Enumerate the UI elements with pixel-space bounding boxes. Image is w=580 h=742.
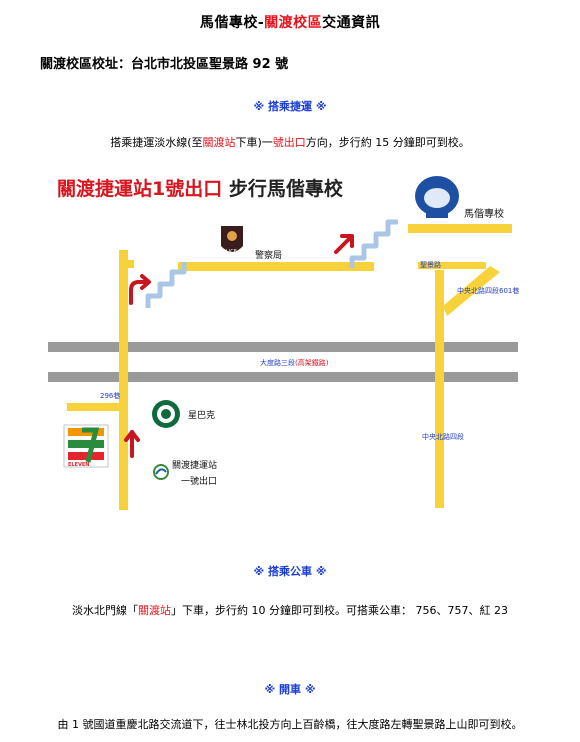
road-lane296 (67, 403, 123, 411)
label-station-line1: 關渡捷運站 (172, 461, 218, 471)
label-dadu-sub: (高架鐵路) (295, 359, 329, 367)
title-part3: 交通資訊 (322, 15, 381, 31)
road-lane601 (443, 266, 500, 316)
mrt-station: 關渡站 (202, 136, 236, 149)
mrt-text-3: 下車)一 (235, 136, 273, 149)
school-logo-icon (415, 176, 459, 218)
arrow-diag-head (340, 234, 354, 248)
map-heading-walk: 步行馬偕專校 (222, 178, 343, 200)
road-left-stub (120, 260, 134, 268)
mrt-directions: 搭乘捷運淡水線(至關渡站下車)一號出口方向，步行約 15 分鐘即可到校。 (0, 134, 580, 150)
road-shengjing-top (418, 262, 486, 269)
police-badge-text: POLICE (219, 249, 237, 255)
arrow-up-head (124, 430, 140, 442)
label-school: 馬偕專校 (464, 209, 504, 220)
seven-eleven-logo-icon (63, 424, 109, 468)
stairs-upper (349, 219, 398, 268)
road-upper-walk (178, 262, 374, 271)
title-part1: 馬偕專校- (199, 15, 265, 31)
campus-address: 關渡校區校址：台北市北投區聖景路 92 號 (40, 57, 289, 72)
bus-heading: ※ 搭乘公車 ※ (253, 565, 327, 578)
page-title: 馬偕專校-關渡校區交通資訊 (0, 12, 580, 32)
mrt-text-1: 搭乘捷運淡水線(至 (110, 136, 203, 149)
mrt-exit: 號出口 (272, 136, 306, 149)
police-icon (221, 226, 243, 252)
car-heading: ※ 開車 ※ (264, 683, 316, 696)
car-directions: 由 1 號國道重慶北路交流道下，往士林北投方向上百齡橋，往大度路左轉聖景路上山即… (57, 718, 523, 731)
road-dadu-upper (48, 342, 518, 352)
road-shengjing (435, 270, 444, 508)
mrt-text-5: 方向，步行約 15 分鐘即可到校。 (305, 136, 470, 149)
starbucks-logo-icon (152, 400, 180, 428)
label-dadu-main: 大度路三段 (260, 359, 295, 367)
arrow-turn-stem (129, 280, 149, 305)
label-zhongyang: 中央北路四段 (422, 433, 464, 441)
title-campus: 關渡校區 (264, 15, 323, 31)
road-left-vertical (119, 250, 128, 510)
arrow-diag-stem (334, 235, 353, 254)
label-station-line2: 一號出口 (181, 477, 218, 487)
label-zhongyang-601: 中央北路四段601巷 (457, 287, 520, 295)
map-heading: 關渡捷運站1號出口 步行馬偕專校 (57, 174, 343, 201)
road-dadu-lower (48, 372, 518, 382)
label-starbucks: 星巴克 (188, 411, 216, 421)
stairs-lower (145, 262, 187, 308)
mrt-heading: ※ 搭乘捷運 ※ (253, 100, 327, 113)
arrow-turn-head (140, 274, 151, 290)
seven-eleven-text: ELEVEN (68, 462, 90, 468)
bus-directions: 淡水北門線「關渡站」下車，步行約 10 分鐘即可到校。可搭乘公車： 756、75… (0, 602, 580, 618)
map-heading-exit: 關渡捷運站1號出口 (57, 178, 223, 200)
bus-station: 關渡站 (138, 604, 171, 617)
label-shengjing-road: 聖景路 (420, 261, 441, 269)
label-lane296: 296巷 (100, 392, 121, 400)
bus-text-1: 淡水北門線「 (72, 604, 138, 617)
label-dadu-road: 大度路三段(高架鐵路) (260, 358, 328, 368)
mrt-station-icon (153, 464, 169, 480)
label-police: 警察局 (255, 251, 283, 261)
bus-text-3: 」下車，步行約 10 分鐘即可到校。可搭乘公車： 756、757、紅 23 (171, 604, 508, 617)
road-school-approach (408, 224, 512, 233)
